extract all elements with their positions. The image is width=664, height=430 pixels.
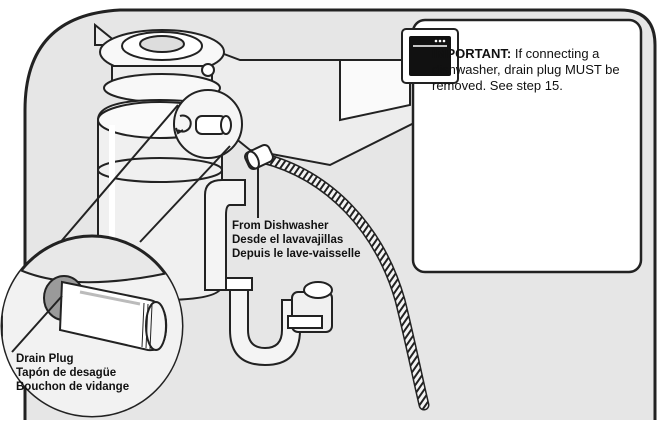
- dishwasher-hose: [244, 143, 430, 411]
- zoom-connector-right: [139, 145, 231, 243]
- drain-plug-zoom: [0, 234, 184, 418]
- dishwasher-inlet: [173, 89, 243, 159]
- callout-message: If connecting a dishwasher, drain plug M…: [432, 46, 620, 93]
- label-fr: Bouchon de vidange: [16, 381, 130, 393]
- label-en: From Dishwasher: [232, 220, 329, 232]
- label-es: Desde el lavavajillas: [232, 234, 344, 246]
- label-fr: Depuis le lave-vaisselle: [232, 248, 361, 260]
- drain-plug-leader-line: [11, 295, 63, 353]
- callout-box: [411, 18, 643, 274]
- sink-flange: [99, 29, 225, 103]
- from-dishwasher-label: From Dishwasher Desde el lavavajillas De…: [232, 219, 361, 261]
- label-en: Drain Plug: [16, 353, 74, 365]
- callout-text: IMPORTANT: If connecting a dishwasher, d…: [432, 46, 632, 94]
- zoom-connector-left: [57, 104, 179, 246]
- drain-plug-label: Drain Plug Tapón de desagüe Bouchon de v…: [16, 352, 129, 394]
- important-label: IMPORTANT:: [432, 46, 512, 61]
- drain-trap: [204, 179, 333, 367]
- dishwasher-icon: [401, 28, 459, 84]
- label-es: Tapón de desagüe: [16, 367, 117, 379]
